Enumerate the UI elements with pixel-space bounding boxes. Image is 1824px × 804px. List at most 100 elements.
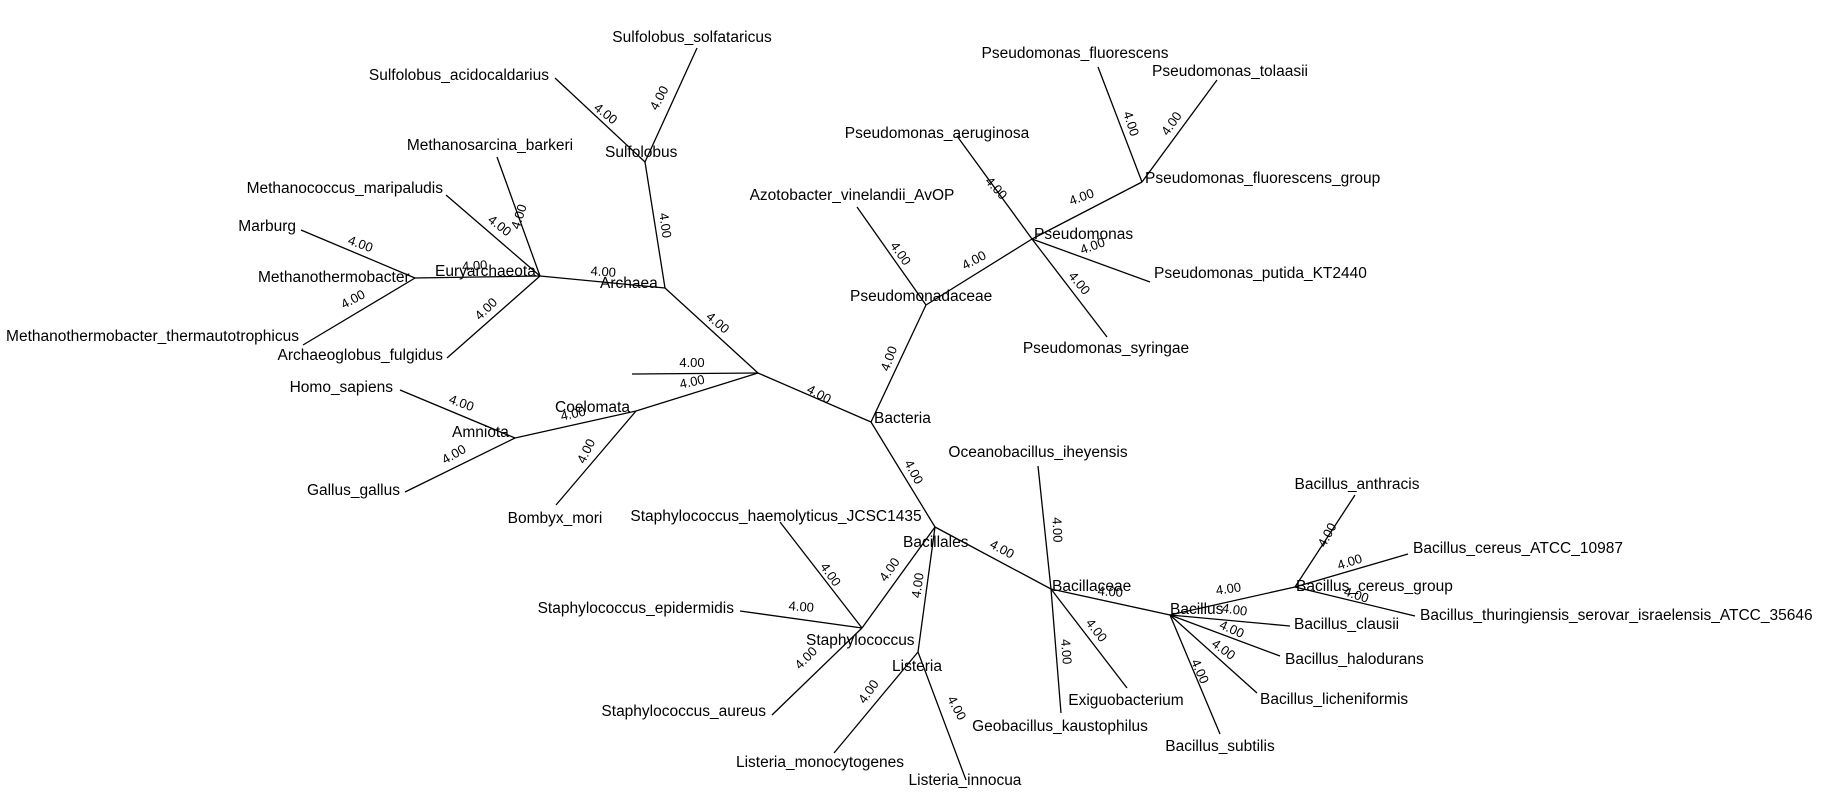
node-label: Archaeoglobus_fulgidus (278, 347, 444, 364)
node-label: Sulfolobus_acidocaldarius (369, 67, 549, 84)
node-label: Bacillus_halodurans (1285, 651, 1424, 668)
branch-length-label: 4.00 (1342, 584, 1371, 606)
branch-length-label: 4.00 (788, 598, 814, 615)
node-label: Oceanobacillus_iheyensis (948, 444, 1127, 461)
tree-edges (300, 47, 1416, 781)
node-label: Bacillales (903, 534, 969, 551)
tree-edge (1169, 614, 1291, 627)
branch-length-label: 4.00 (1335, 551, 1364, 573)
branch-length-label: 4.00 (1188, 657, 1212, 686)
tree-edge (514, 410, 637, 439)
node-label: Listeria_innocua (909, 772, 1022, 789)
tree-edge (779, 521, 863, 629)
node-label: Bacillus (1170, 601, 1224, 618)
tree-edge (1141, 79, 1218, 183)
tree-edge (644, 161, 666, 289)
tree-edge (917, 651, 967, 781)
node-label: Pseudomonas_syringae (1023, 340, 1189, 357)
tree-edge (757, 372, 872, 423)
tree-edge (554, 77, 646, 163)
tree-edge (870, 304, 927, 423)
branch-length-label: 4.00 (908, 572, 926, 599)
node-label: Pseudomonas (1034, 226, 1133, 243)
tree-edge (404, 437, 516, 493)
node-label: Pseudomonas_fluorescens (982, 45, 1169, 62)
branch-length-label: 4.00 (591, 100, 620, 127)
branch-length-label: 4.00 (346, 232, 375, 255)
tree-edge (1169, 614, 1258, 694)
tree-edge (934, 526, 1052, 590)
node-label: Bacillus_subtilis (1165, 738, 1275, 755)
node-label: Bacillus_clausii (1294, 616, 1399, 633)
branch-length-label: 4.00 (1209, 636, 1238, 663)
tree-edge (399, 389, 516, 439)
branch-length-label: 4.00 (447, 391, 476, 414)
tree-edge (496, 156, 541, 277)
node-label: Exiguobacterium (1068, 692, 1183, 709)
tree-edge (917, 526, 936, 653)
branch-length-label: 4.00 (485, 212, 514, 239)
tree-edge (1031, 238, 1151, 283)
branch-length-label: 4.00 (574, 436, 599, 465)
branch-length-label: 4.00 (559, 404, 587, 424)
branch-length-label: 4.00 (1221, 600, 1248, 618)
node-labels: ArchaeaSulfolobusSulfolobus_solfataricus… (6, 29, 1813, 789)
node-label: Pseudomonadaceae (850, 288, 992, 305)
node-label: Bacillaceae (1052, 578, 1131, 595)
tree-edge (1169, 586, 1296, 616)
branch-length-label: 4.00 (338, 286, 367, 311)
node-label: Pseudomonas_aeruginosa (845, 125, 1030, 142)
branch-length-label: 4.00 (855, 677, 882, 706)
branch-length-label: 4.00 (1066, 269, 1094, 298)
node-label: Bacillus_licheniformis (1260, 691, 1408, 708)
node-label: Sulfolobus_solfataricus (612, 29, 772, 46)
branch-length-label: 4.00 (590, 263, 616, 280)
tree-edge (302, 277, 416, 346)
branch-length-label: 4.00 (678, 372, 706, 392)
node-label: Bacillus_thuringiensis_serovar_israelens… (1420, 607, 1813, 624)
branch-length-label: 4.00 (508, 202, 530, 231)
node-label: Methanothermobacter (258, 269, 410, 286)
tree-edge (1294, 494, 1356, 588)
tree-edge (771, 627, 863, 716)
branch-length-label: 4.00 (679, 355, 704, 370)
branch-length-label: 4.00 (876, 555, 903, 584)
tree-edge (631, 372, 759, 375)
node-label: Bacillus_cereus_group (1296, 578, 1453, 595)
tree-edge (1031, 238, 1108, 338)
node-label: Staphylococcus_haemolyticus_JCSC1435 (630, 508, 921, 525)
tree-edge (664, 287, 759, 374)
node-label: Pseudomonas_tolaasii (1152, 63, 1308, 80)
branch-length-label: 4.00 (887, 239, 914, 268)
tree-edge (925, 238, 1033, 306)
branch-length-label: 4.00 (804, 381, 833, 406)
branch-length-label: 4.00 (472, 295, 501, 323)
node-label: Staphylococcus_epidermidis (538, 600, 735, 617)
node-label: Euryarchaeota (435, 263, 536, 280)
tree-edge (739, 610, 863, 629)
node-label: Amniota (452, 424, 509, 441)
tree-edge (870, 421, 936, 528)
branch-length-label: 4.00 (1067, 185, 1096, 208)
branch-length-label: 4.00 (703, 309, 732, 337)
node-label: Homo_sapiens (290, 379, 394, 396)
branch-length-label: 4.00 (646, 83, 671, 112)
tree-edge (833, 651, 919, 754)
tree-edge (445, 194, 541, 277)
tree-edge (644, 47, 698, 163)
node-label: Methanothermobacter_thermautotrophicus (6, 328, 299, 345)
tree-edge (414, 275, 541, 279)
node-label: Bombyx_mori (508, 510, 603, 527)
branch-length-label: 4.00 (1083, 616, 1110, 645)
branch-length-label: 4.00 (1120, 109, 1142, 138)
node-label: Bacillus_cereus_ATCC_10987 (1413, 540, 1623, 557)
branch-length-label: 4.00 (1097, 583, 1123, 600)
tree-edge (956, 135, 1033, 240)
branch-length-label: 4.00 (656, 212, 674, 239)
tree-edge (861, 526, 936, 629)
tree-edge (539, 275, 666, 289)
node-label: Coelomata (555, 399, 630, 416)
branch-length-label: 4.00 (1217, 617, 1246, 641)
tree-edge (1294, 553, 1409, 588)
